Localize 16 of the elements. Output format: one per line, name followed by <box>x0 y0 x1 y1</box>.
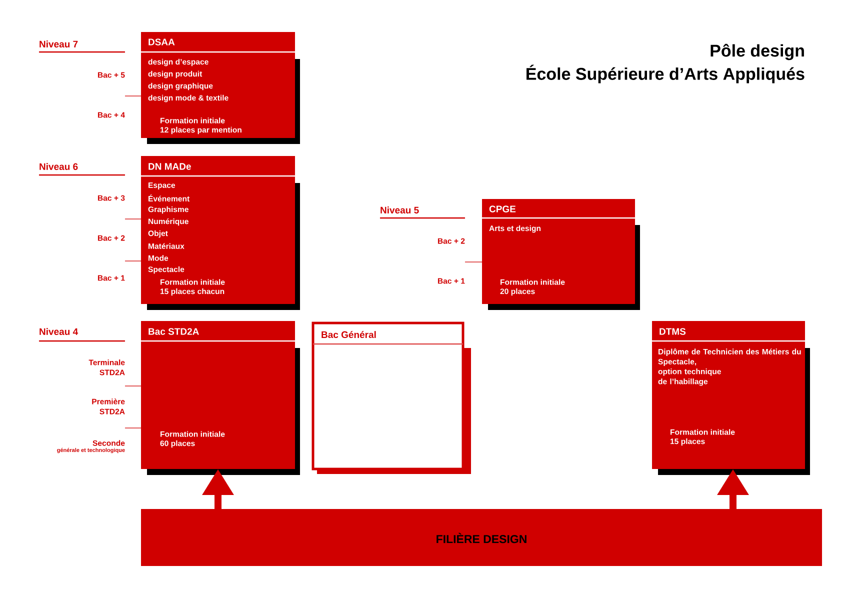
box-title: Bac Général <box>322 330 376 338</box>
box-title: Bac STD2A <box>148 328 199 335</box>
band-title: FILIÈRE DESIGN <box>436 532 526 544</box>
level-label: Niveau 6 <box>40 163 78 170</box>
level-label: Niveau 4 <box>40 328 78 335</box>
banner-band <box>141 509 822 566</box>
program-box <box>312 322 471 474</box>
box-title: DTMS <box>660 328 686 335</box>
program-box <box>652 321 810 475</box>
box-title: CPGE <box>489 206 516 212</box>
level-label: Niveau 7 <box>40 40 78 48</box>
box-title: DN MADe <box>148 163 191 170</box>
title: Pôle design <box>710 44 804 60</box>
box-title: DSAA <box>148 38 175 46</box>
subtitle: École Supérieure d’Arts Appliqués <box>526 64 804 84</box>
level-label: Niveau 5 <box>380 206 419 214</box>
